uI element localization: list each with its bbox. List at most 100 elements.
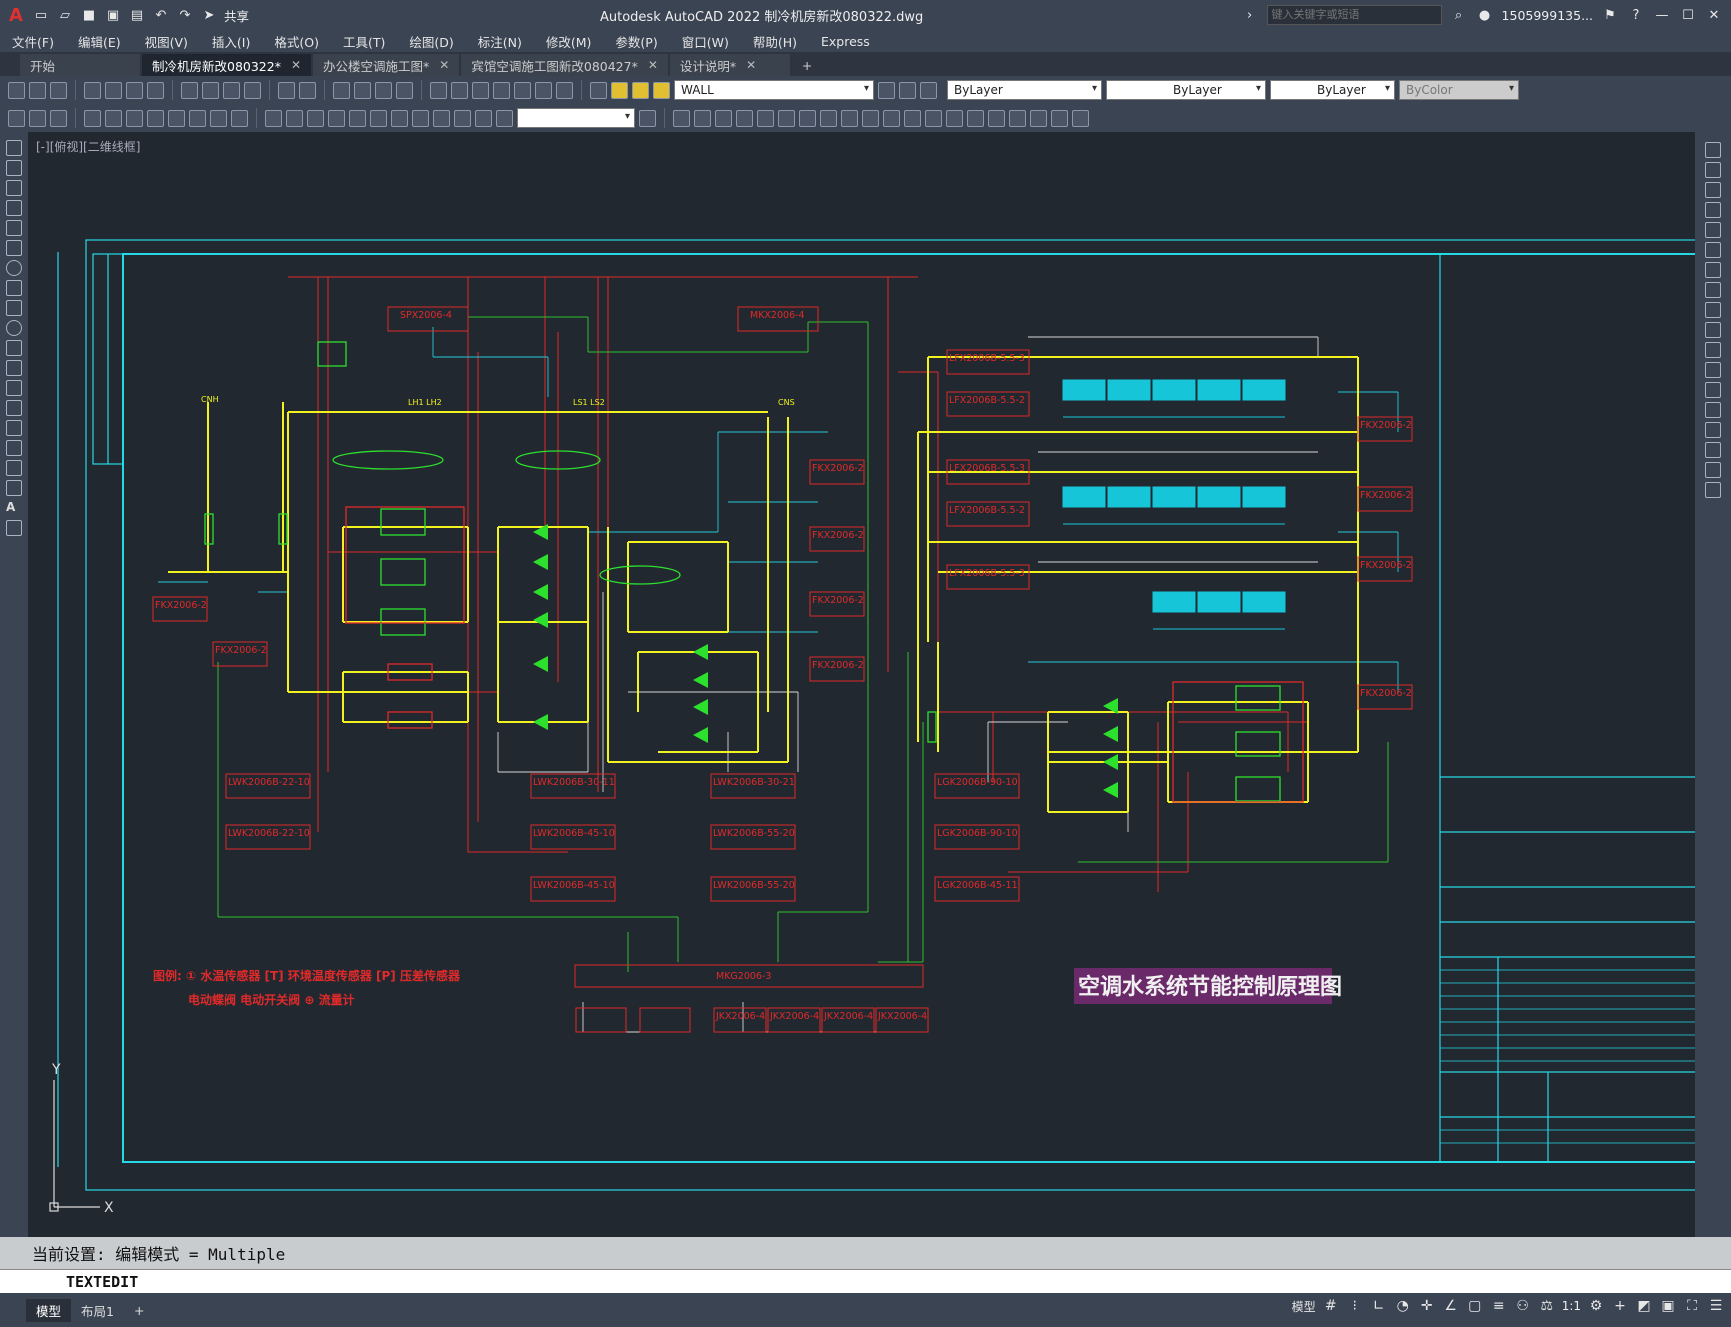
menu-format[interactable]: 格式(O) [274,34,319,50]
tab-drawing-4[interactable]: 设计说明*✕ [669,54,790,76]
linetype-dropdown[interactable]: ByLayer [1106,80,1266,100]
cart-icon[interactable]: ⚑ [1604,7,1616,23]
hatch-icon[interactable] [1051,109,1068,127]
new-icon[interactable] [8,81,25,99]
snap-icon[interactable]: ⁝ [1352,1298,1357,1314]
linear-dimension-icon[interactable] [84,109,101,127]
polyline-icon[interactable] [6,180,22,196]
cut-icon[interactable] [181,81,198,99]
break-icon[interactable] [1705,382,1721,398]
menu-view[interactable]: 视图(V) [144,34,188,50]
osnap-icon[interactable]: ✛ [1420,1298,1433,1314]
insert-block-icon[interactable] [1009,109,1026,127]
drawing-canvas[interactable]: [-][俯视][二维线框] [28,132,1695,1237]
dimension-edit-icon[interactable] [454,109,471,127]
offset-icon[interactable] [1705,202,1721,218]
grid-icon[interactable]: # [1324,1298,1337,1314]
layer-states-icon[interactable] [920,81,937,99]
move-icon[interactable] [1705,242,1721,258]
block-icon[interactable] [29,109,46,127]
viewport-label[interactable]: [-][俯视][二维线框] [36,140,141,154]
table-icon[interactable] [6,480,22,496]
command-line[interactable]: TEXTEDIT [0,1269,1731,1294]
erase-icon[interactable] [673,109,690,127]
annotation-scale-icon[interactable]: ⚖ [1540,1298,1553,1314]
zoom-previous-icon[interactable] [396,81,413,99]
jogged-linear-icon[interactable] [433,109,450,127]
command-input[interactable]: TEXTEDIT [66,1273,139,1291]
tool-palettes-icon[interactable] [472,81,489,99]
save-icon[interactable] [50,81,67,99]
design-center-icon[interactable] [451,81,468,99]
lightbulb-icon[interactable] [611,81,628,99]
stretch-icon[interactable] [1705,302,1721,318]
make-block-icon[interactable] [6,380,22,396]
make-current-layer-icon[interactable] [878,81,895,99]
share-label[interactable]: 共享 [224,8,250,24]
save-icon[interactable]: ■ [82,7,96,23]
fillet-icon[interactable] [1705,442,1721,458]
menu-draw[interactable]: 绘图(D) [409,34,454,50]
minimize-icon[interactable]: — [1655,7,1669,23]
share-icon[interactable]: ➤ [203,7,215,23]
fillet-icon[interactable] [967,109,984,127]
chevron-right-icon[interactable]: › [1246,7,1253,23]
match-properties-icon[interactable] [244,81,261,99]
sun-icon[interactable] [632,81,649,99]
diameter-icon[interactable] [210,109,227,127]
close-icon[interactable]: ✕ [647,58,658,72]
annotation-visibility-icon[interactable]: ⚇ [1516,1298,1529,1314]
dimension-update-icon[interactable] [496,109,513,127]
user-name[interactable]: 1505999135... [1501,7,1593,23]
explode-icon[interactable] [1705,482,1721,498]
add-layout-button[interactable]: + [133,1302,145,1318]
offset-icon[interactable] [736,109,753,127]
lineweight-dropdown[interactable]: ByLayer [1270,80,1395,100]
ellipse-icon[interactable] [6,320,22,336]
polygon-icon[interactable] [6,200,22,216]
save-as-icon[interactable]: ▣ [106,7,120,23]
chamfer-icon[interactable] [1705,422,1721,438]
rectangle-icon[interactable] [6,220,22,236]
ordinate-icon[interactable] [147,109,164,127]
plus-icon[interactable]: + [1614,1298,1626,1314]
jogged-icon[interactable] [189,109,206,127]
menu-modify[interactable]: 修改(M) [545,34,592,50]
center-mark-icon[interactable] [391,109,408,127]
inspection-icon[interactable] [412,109,429,127]
menu-window[interactable]: 窗口(W) [681,34,729,50]
make-block-icon[interactable] [1030,109,1047,127]
baseline-icon[interactable] [286,109,303,127]
tab-layout1[interactable]: 布局1 [81,1303,114,1319]
extend-icon[interactable] [1705,342,1721,358]
user-icon[interactable]: ● [1478,7,1491,23]
tab-drawing-1[interactable]: 制冷机房新改080322*✕ [142,54,312,76]
line-icon[interactable] [6,140,22,156]
rotate-icon[interactable] [799,109,816,127]
properties-icon[interactable] [430,81,447,99]
chamfer-icon[interactable] [946,109,963,127]
stretch-icon[interactable] [841,109,858,127]
new-tab-button[interactable]: + [801,57,813,73]
sheet-set-icon[interactable] [493,81,510,99]
hatch-icon[interactable] [6,420,22,436]
radius-icon[interactable] [168,109,185,127]
trim-icon[interactable] [1705,322,1721,338]
break-icon[interactable] [904,109,921,127]
open-icon[interactable] [29,81,46,99]
isodraft-icon[interactable]: ∠ [1444,1298,1457,1314]
polar-icon[interactable]: ◔ [1396,1298,1409,1314]
close-icon[interactable]: ✕ [290,58,302,72]
menu-help[interactable]: 帮助(H) [752,34,797,50]
rotate-icon[interactable] [1705,262,1721,278]
help-icon[interactable]: ? [1632,7,1640,23]
trim-icon[interactable] [862,109,879,127]
dimension-break-icon[interactable] [349,109,366,127]
array-icon[interactable] [757,109,774,127]
customize-icon[interactable]: ☰ [1709,1298,1723,1314]
erase-icon[interactable] [1705,142,1721,158]
menu-parametric[interactable]: 参数(P) [615,34,658,50]
search-input[interactable] [1266,5,1442,25]
mirror-icon[interactable] [1705,182,1721,198]
region-icon[interactable] [6,460,22,476]
